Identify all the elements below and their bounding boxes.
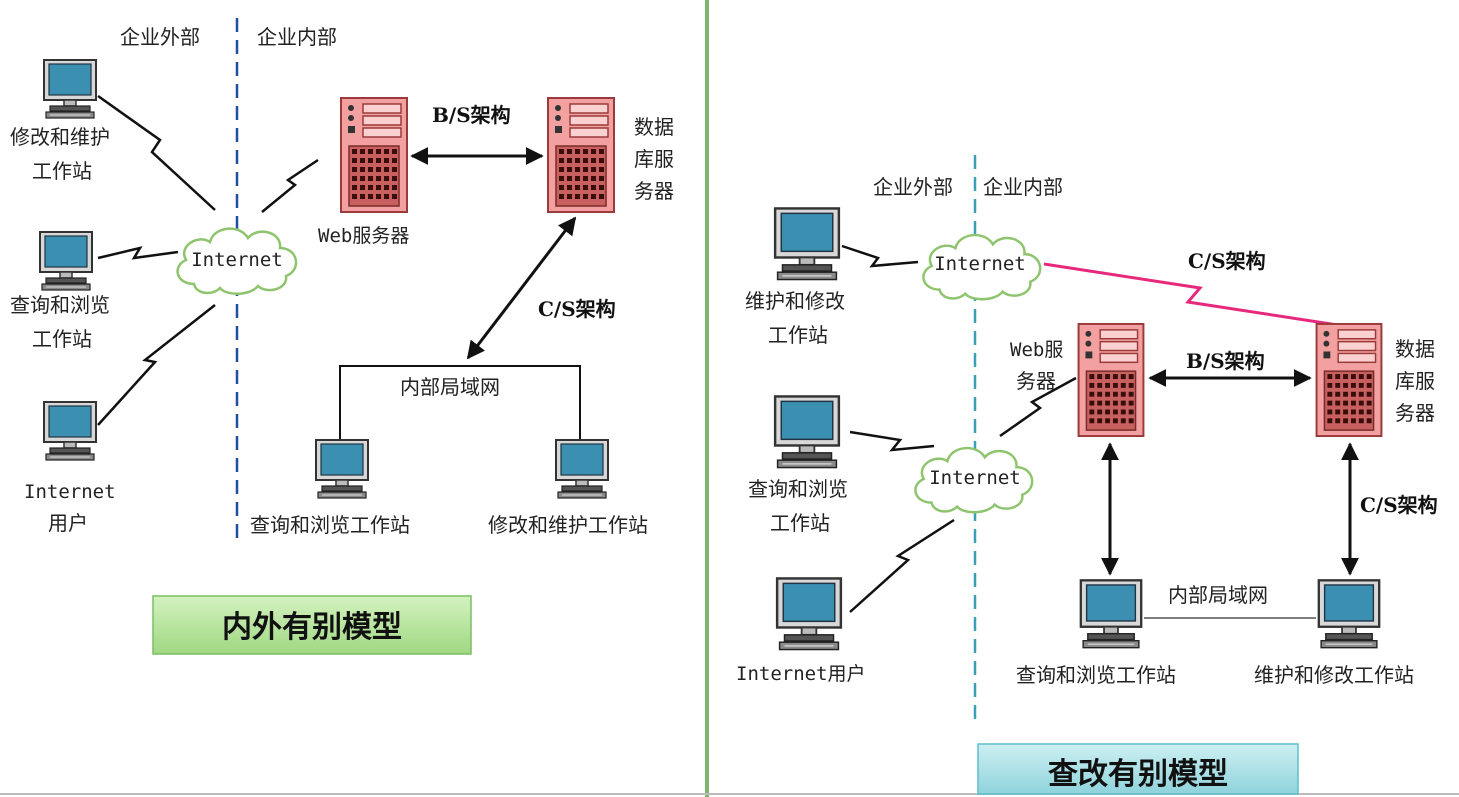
right-ws2-label-2: 工作站: [770, 511, 830, 535]
right-db-server-icon: [1315, 322, 1383, 438]
right-cs-label: C/S架构: [1360, 493, 1438, 517]
left-db-label-3: 务器: [634, 179, 674, 203]
left-user-label-2: 用户: [48, 511, 88, 535]
right-int-ws2-label: 维护和修改工作站: [1254, 663, 1414, 687]
right-link-ws1: [841, 244, 919, 268]
left-int-ws1-monitor-icon: [315, 439, 369, 499]
left-outside-label: 企业外部: [120, 25, 200, 49]
left-bs-label: B/S架构: [432, 103, 511, 127]
right-link-user: [849, 518, 955, 613]
right-cs-top-label: C/S架构: [1188, 249, 1266, 273]
right-ws1-label-2: 工作站: [768, 323, 828, 347]
left-ws1-monitor-icon: [43, 59, 97, 119]
left-title: 内外有别模型: [222, 610, 402, 645]
right-lan-label: 内部局域网: [1168, 583, 1268, 607]
left-internet-label: Internet: [191, 249, 283, 271]
right-int-ws1-label: 查询和浏览工作站: [1016, 663, 1176, 687]
right-link-web: [999, 376, 1077, 438]
left-cs-arrow: [466, 216, 577, 360]
right-web-label-1: Web服: [1010, 339, 1063, 361]
left-user-label-1: Internet: [24, 481, 116, 503]
right-ws2-monitor-icon: [773, 395, 841, 469]
left-int-ws2-label: 修改和维护工作站: [488, 513, 648, 537]
right-db-label-3: 务器: [1395, 401, 1435, 425]
right-ws2-label-1: 查询和浏览: [748, 477, 848, 501]
left-web-server-icon: [339, 96, 409, 214]
left-ws1-label-1: 修改和维护: [10, 125, 110, 149]
left-lan-line: [339, 365, 581, 442]
left-title-box: [152, 595, 472, 655]
left-lan-label: 内部局域网: [400, 375, 500, 399]
right-int-ws2-monitor-icon: [1317, 579, 1381, 649]
left-db-server-icon: [546, 96, 616, 214]
right-outside-label: 企业外部: [873, 175, 953, 199]
right-user-label: Internet用户: [736, 663, 866, 685]
right-bottom-internet-label: Internet: [929, 467, 1021, 489]
left-link-web: [261, 158, 319, 213]
left-link-ws1: [97, 94, 216, 211]
left-ws1-label-2: 工作站: [32, 159, 92, 183]
left-link-user: [97, 304, 216, 426]
right-bs-label: B/S架构: [1186, 349, 1265, 373]
right-cs-pink-link: [1043, 262, 1345, 328]
right-link-ws2: [849, 430, 935, 452]
left-model: 企业外部 企业内部 Internet 修改和维护 工作站 查询和浏览 工作站 I…: [10, 18, 674, 655]
right-ws1-monitor-icon: [773, 207, 841, 281]
right-db-label-1: 数据: [1395, 337, 1435, 361]
right-inside-label: 企业内部: [983, 175, 1063, 199]
right-title-box: [977, 743, 1299, 795]
right-int-ws1-monitor-icon: [1079, 579, 1143, 649]
right-ws1-label-1: 维护和修改: [745, 289, 845, 313]
right-model: 企业外部 企业内部 Internet C/S架构 维护和修改 工作站 Inter…: [736, 155, 1438, 795]
left-int-ws1-label: 查询和浏览工作站: [250, 513, 410, 537]
right-db-label-2: 库服: [1395, 369, 1435, 393]
right-title: 查改有别模型: [1048, 757, 1228, 792]
left-cs-label: C/S架构: [538, 297, 616, 321]
left-db-label-2: 库服: [634, 147, 674, 171]
right-user-monitor-icon: [775, 577, 843, 651]
left-int-ws2-monitor-icon: [555, 439, 609, 499]
left-ws2-label-2: 工作站: [32, 327, 92, 351]
right-top-internet-label: Internet: [934, 253, 1026, 275]
right-web-label-2: 务器: [1016, 369, 1056, 393]
left-user-monitor-icon: [43, 401, 97, 461]
left-web-server-label: Web服务器: [318, 225, 409, 247]
right-web-server-icon: [1077, 322, 1145, 438]
left-ws2-monitor-icon: [39, 231, 93, 291]
left-link-ws2: [97, 246, 179, 260]
left-inside-label: 企业内部: [257, 25, 337, 49]
left-db-label-1: 数据: [634, 115, 674, 139]
left-ws2-label-1: 查询和浏览: [10, 293, 110, 317]
